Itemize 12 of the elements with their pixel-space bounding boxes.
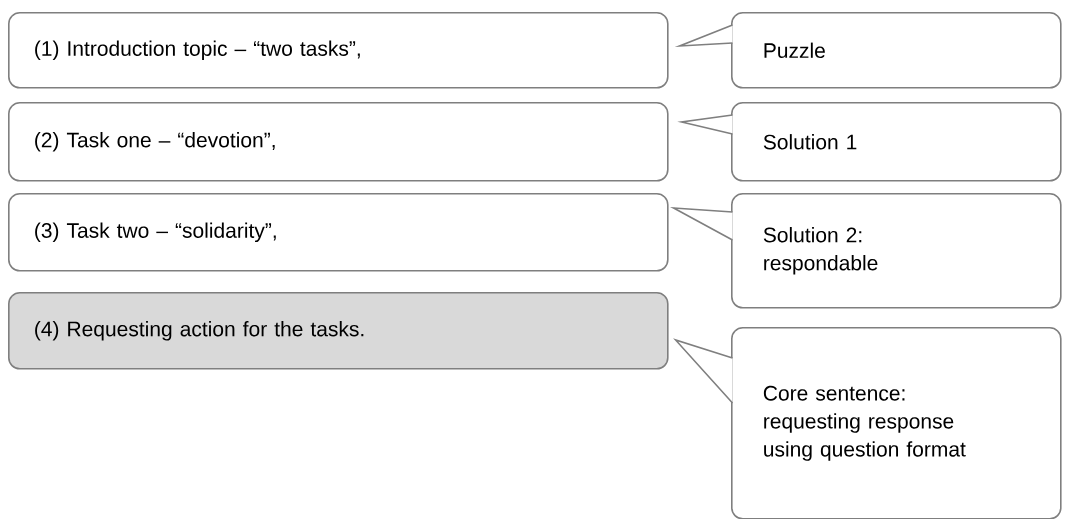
callout-bubble: Solution 1	[731, 102, 1062, 182]
callout-tail	[677, 114, 734, 135]
callout-tail	[674, 24, 734, 48]
callout-bubble: Solution 2: respondable	[731, 193, 1062, 309]
callout-tail	[670, 206, 734, 241]
process-box: (3) Task two – “solidarity”,	[8, 193, 669, 272]
process-box: (2) Task one – “devotion”,	[8, 102, 669, 182]
callout-bubble: Puzzle	[731, 12, 1062, 89]
process-box: (4) Requesting action for the tasks.	[8, 292, 669, 370]
callout-tail	[673, 338, 734, 404]
callout-bubble: Core sentence: requesting response using question format	[731, 327, 1062, 519]
process-box: (1) Introduction topic – “two tasks”,	[8, 12, 669, 89]
